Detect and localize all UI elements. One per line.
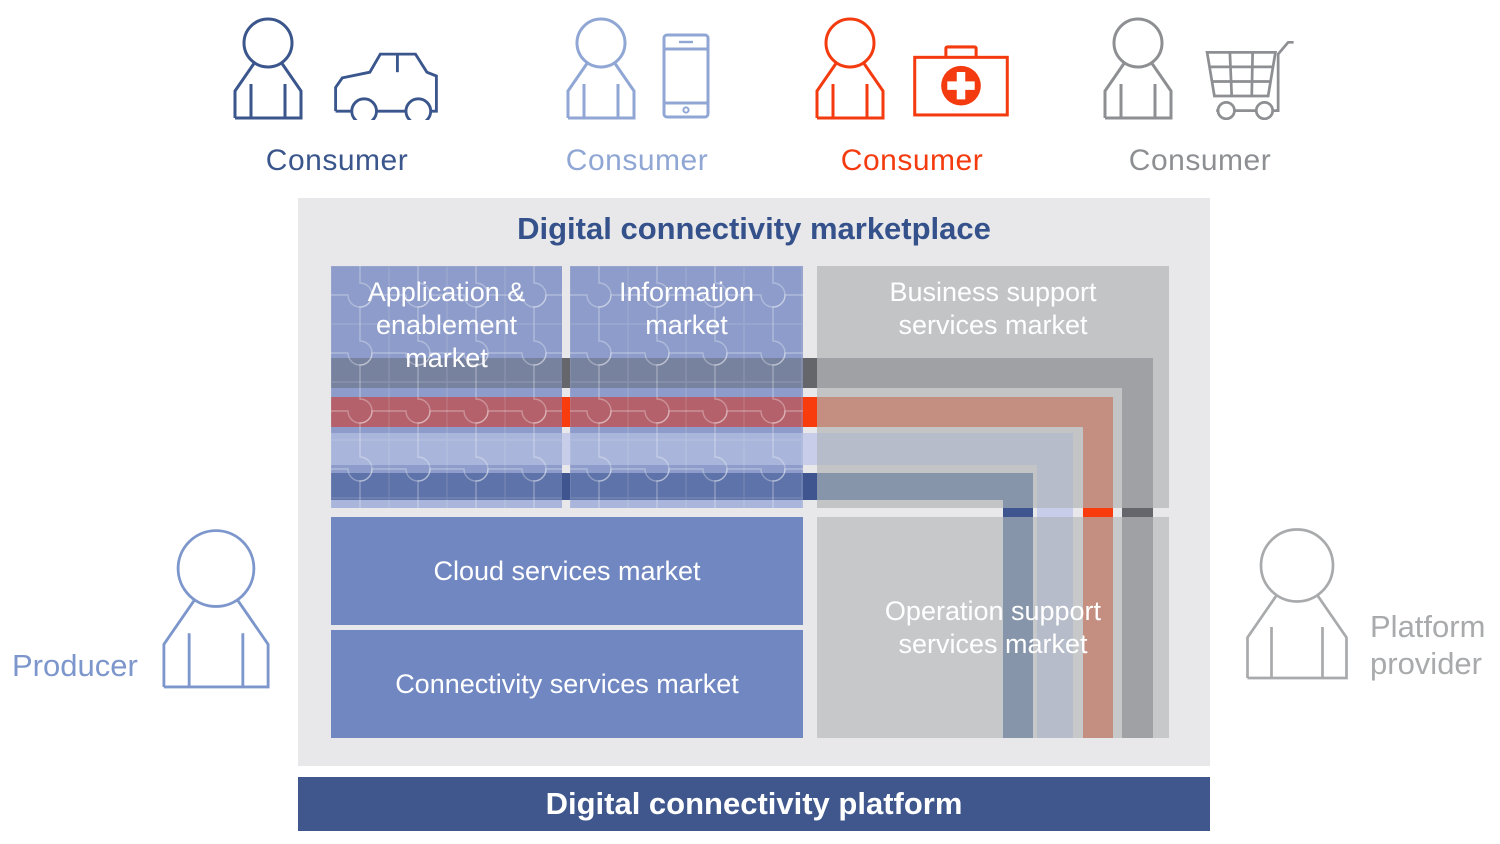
consumer-group-health: Consumer: [812, 8, 1012, 178]
lightblue-flow-segment: [1037, 517, 1073, 738]
producer-label: Producer: [12, 648, 138, 683]
blue-flow-segment: [570, 473, 803, 500]
shopping-cart-icon: [1198, 32, 1300, 120]
person-icon: [812, 16, 888, 120]
gray-flow-segment: [570, 358, 803, 388]
marketplace-title: Digital connectivity marketplace: [517, 211, 991, 246]
platform-bar-label: Digital connectivity platform: [545, 786, 963, 821]
lightblue-flow-segment: [570, 433, 803, 465]
lightblue-flow-segment: [803, 433, 817, 465]
gray-flow-segment: [562, 358, 570, 388]
blue-flow-segment: [331, 473, 562, 500]
person-icon: [1100, 16, 1176, 120]
person-icon: [563, 16, 639, 120]
digital-connectivity-platform-bar: Digital connectivity platform: [298, 777, 1210, 831]
gray-flow-segment: [1122, 517, 1153, 738]
red-flow-segment: [1083, 508, 1113, 517]
blue-flow-segment: [817, 473, 1033, 500]
consumer-label: Consumer: [840, 144, 984, 177]
lightblue-flow-segment: [331, 433, 562, 465]
blue-flow-segment: [1003, 500, 1033, 508]
producer-group: Producer: [12, 524, 276, 692]
person-icon: [1240, 522, 1354, 684]
gray-flow-segment: [1122, 508, 1153, 517]
red-flow-segment: [570, 397, 803, 427]
gray-flow-segment: [817, 358, 1153, 388]
red-flow-segment: [817, 397, 1113, 427]
smartphone-icon: [661, 32, 711, 120]
cloud-services-market-block: [331, 517, 803, 625]
blue-flow-segment: [1003, 517, 1033, 738]
person-icon: [156, 524, 276, 692]
lightblue-flow-segment: [562, 433, 570, 465]
consumer-label: Consumer: [1128, 144, 1272, 177]
person-icon: [230, 16, 306, 120]
business-support-services-market-label: Business support services market: [889, 277, 1097, 340]
cloud-services-market-label: Cloud services market: [433, 555, 701, 586]
consumer-label: Consumer: [565, 144, 709, 177]
blue-flow-segment: [803, 473, 817, 500]
red-flow-segment: [1083, 427, 1113, 508]
lightblue-flow-segment: [570, 500, 803, 508]
consumer-label: Consumer: [265, 144, 409, 177]
lightblue-flow-segment: [331, 500, 562, 508]
information-market-label: Information market: [618, 277, 755, 340]
consumer-group-car: Consumer: [230, 8, 444, 178]
consumer-group-shopping: Consumer: [1100, 8, 1300, 178]
red-flow-segment: [562, 397, 570, 427]
gray-flow-segment: [1122, 388, 1153, 508]
red-flow-segment: [1083, 517, 1113, 738]
red-flow-segment: [803, 397, 817, 427]
gray-flow-segment: [803, 358, 817, 388]
first-aid-kit-icon: [910, 40, 1012, 120]
lightblue-flow-segment: [817, 433, 1073, 465]
blue-flow-segment: [1003, 508, 1033, 517]
platform-provider-label: Platform provider: [1370, 609, 1486, 681]
blue-flow-segment: [562, 473, 570, 500]
connectivity-services-market-label: Connectivity services market: [395, 668, 739, 699]
operation-support-services-market-label: Operation support services market: [884, 595, 1102, 659]
lightblue-flow-segment: [1037, 465, 1073, 508]
application-enablement-market-label: Application & enablement market: [367, 277, 526, 373]
lightblue-flow-segment: [1037, 508, 1073, 517]
digital-connectivity-marketplace: Digital connectivity marketplace: [298, 198, 1210, 766]
red-flow-segment: [331, 397, 562, 427]
consumer-group-smartphone: Consumer: [563, 8, 711, 178]
platform-provider-group: Platform provider: [1240, 522, 1485, 684]
connectivity-services-market-block: [331, 630, 803, 738]
car-icon: [328, 32, 444, 120]
